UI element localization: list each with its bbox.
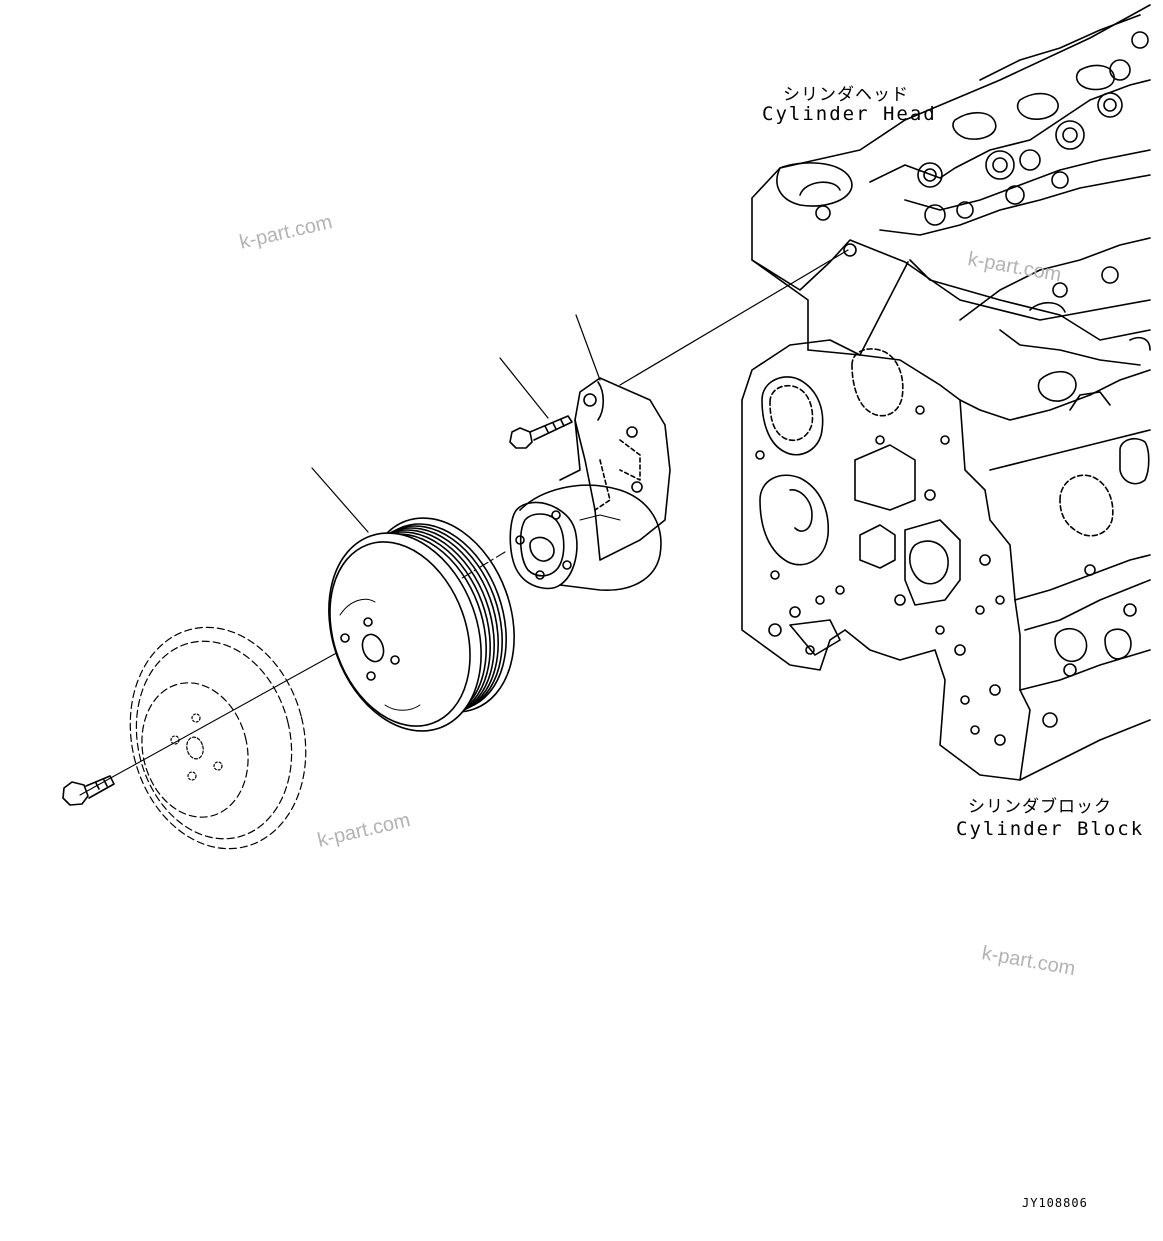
centerline-pulley [79, 639, 361, 796]
water-pump-bracket-drawing [509, 377, 671, 591]
leader-line-pulley [311, 467, 369, 533]
cylinder-block-label-jp: シリンダブロック [968, 797, 1112, 817]
bracket-bolt-drawing [509, 415, 573, 449]
cylinder-head-label-jp: シリンダヘッド [783, 85, 909, 105]
drawing-code: JY108806 [1022, 1196, 1088, 1210]
pulley-bolt-drawing [62, 775, 115, 806]
leader-line-bracket-to-head [619, 249, 849, 386]
engine-block-drawing [741, 4, 1151, 781]
water-pump-pulley-drawing [328, 517, 515, 732]
cylinder-block-label-en: Cylinder Block [956, 818, 1145, 840]
leader-line-bracket [575, 314, 601, 381]
phantom-fan-disc-drawing [129, 626, 307, 850]
leader-line-bolt [499, 357, 549, 419]
cylinder-head-label-en: Cylinder Head [762, 103, 937, 125]
